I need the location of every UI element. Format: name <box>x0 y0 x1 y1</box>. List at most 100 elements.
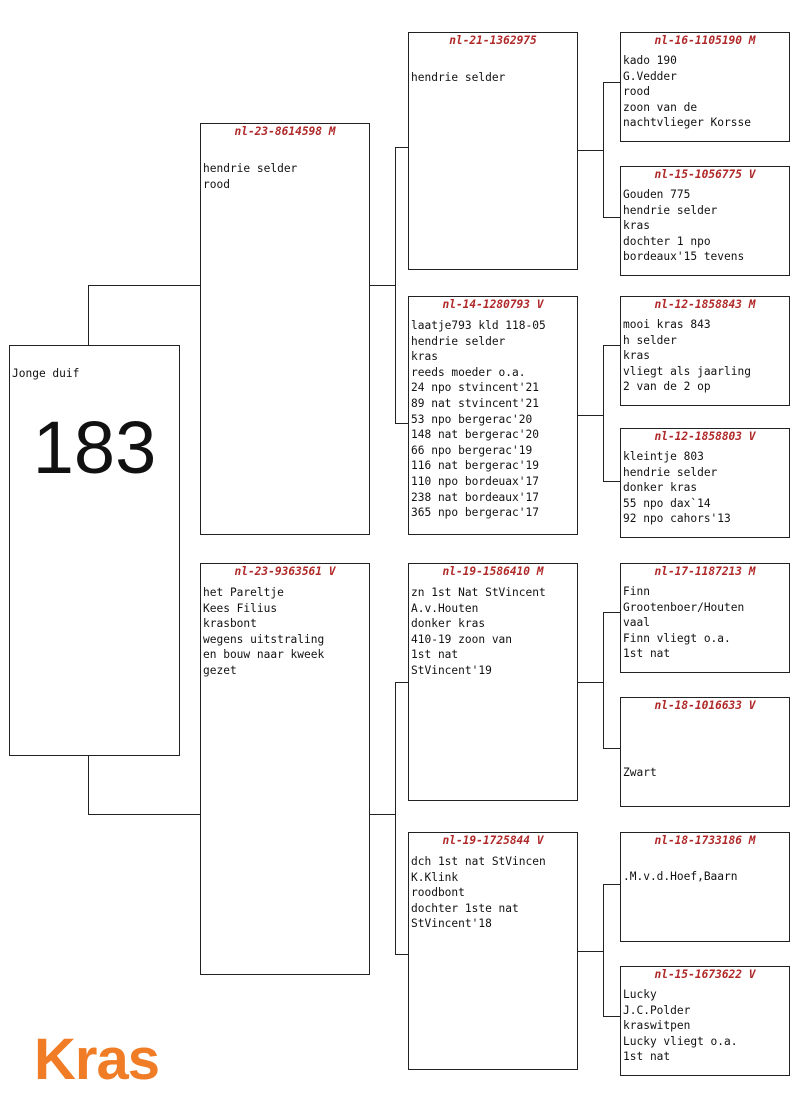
connector <box>603 748 620 749</box>
ffm-line: Gouden 775 <box>623 188 691 201</box>
fm-ring: nl-14-1280793 V <box>442 298 544 311</box>
subject-number: 183 <box>32 406 157 489</box>
mmm-line: J.C.Polder <box>623 1003 691 1017</box>
fm-line: kras <box>411 350 438 364</box>
fmm-line: donker kras <box>623 481 698 495</box>
mm-line: StVincent'18 <box>411 917 492 931</box>
mother-line: Kees Filius <box>203 601 278 615</box>
mfm-ring: nl-18-1016633 V <box>654 699 756 712</box>
mff-card[interactable]: nl-17-1187213 M Finn Grootenboer/Houten … <box>620 563 790 673</box>
ffm-ring: nl-15-1056775 V <box>654 168 756 181</box>
connector <box>603 1016 620 1017</box>
father-line: rood <box>203 177 230 191</box>
mff-line: 1st nat <box>623 647 671 661</box>
connector <box>603 82 604 218</box>
mmm-line: kraswitpen <box>623 1019 691 1033</box>
mff-ring: nl-17-1187213 M <box>654 565 756 578</box>
mother-card[interactable]: nl-23-9363561 V het Pareltje Kees Filius… <box>200 563 370 975</box>
mm-card[interactable]: nl-19-1725844 V dch 1st nat StVincen K.K… <box>408 832 578 1070</box>
mff-line: vaal <box>623 616 650 630</box>
fm-line: reeds moeder o.a. <box>411 365 526 379</box>
fmm-card[interactable]: nl-12-1858803 V kleintje 803 hendrie sel… <box>620 428 790 538</box>
fff-line: nachtvlieger Korsse <box>623 116 751 130</box>
fmm-line: kleintje 803 <box>623 450 704 463</box>
connector <box>603 217 620 218</box>
fff-line: rood <box>623 85 650 99</box>
fm-line: 365 npo bergerac'17 <box>411 506 539 520</box>
fmf-line: kras <box>623 349 650 363</box>
mfm-line <box>623 749 787 765</box>
connector <box>369 285 395 286</box>
mfm-line <box>623 734 787 750</box>
ffm-line: dochter 1 npo <box>623 234 711 248</box>
fm-card[interactable]: nl-14-1280793 V laatje793 kld 118-05 hen… <box>408 296 578 535</box>
mfm-line <box>623 718 787 734</box>
mmm-line: 1st nat <box>623 1050 671 1064</box>
fmf-line: vliegt als jaarling <box>623 364 751 378</box>
mother-line: gezet <box>203 663 237 677</box>
father-card[interactable]: nl-23-8614598 M hendrie selder rood <box>200 123 370 535</box>
connector <box>88 755 89 815</box>
fmm-line: hendrie selder <box>623 465 718 479</box>
mmf-line <box>623 853 787 869</box>
fff-line: G.Vedder <box>623 69 677 83</box>
connector <box>395 682 396 955</box>
connector <box>395 147 396 424</box>
fmm-line: 92 npo cahors'13 <box>623 512 731 526</box>
fm-line: 110 npo bordeuax'17 <box>411 474 539 488</box>
mother-ring: nl-23-9363561 V <box>234 565 336 578</box>
mff-line: Grootenboer/Houten <box>623 600 745 614</box>
fmf-card[interactable]: nl-12-1858843 M mooi kras 843 h selder k… <box>620 296 790 406</box>
ff-card[interactable]: nl-21-1362975 hendrie selder <box>408 32 578 270</box>
mf-line: A.v.Houten <box>411 601 479 615</box>
connector <box>578 415 603 416</box>
fmf-line: h selder <box>623 333 677 347</box>
mm-line: roodbont <box>411 886 465 900</box>
father-ring: nl-23-8614598 M <box>234 125 336 138</box>
mf-line: zn 1st Nat StVincent <box>411 586 546 599</box>
mff-line: Finn <box>623 585 650 598</box>
mmm-card[interactable]: nl-15-1673622 V Lucky J.C.Polder kraswit… <box>620 966 790 1076</box>
subject-card[interactable]: Jonge duif 183 <box>9 345 180 756</box>
connector <box>88 285 200 286</box>
connector <box>369 814 395 815</box>
connector <box>603 884 620 885</box>
ff-line: hendrie selder <box>411 71 506 84</box>
mf-line: donker kras <box>411 617 486 631</box>
fff-line: kado 190 <box>623 54 677 67</box>
connector <box>395 147 408 148</box>
mother-line: krasbont <box>203 617 257 631</box>
mmf-card[interactable]: nl-18-1733186 M .M.v.d.Hoef,Baarn <box>620 832 790 942</box>
mm-line: dochter 1ste nat <box>411 901 519 915</box>
fff-line: zoon van de <box>623 100 698 114</box>
subject-label: Jonge duif <box>12 367 80 380</box>
mm-line: dch 1st nat StVincen <box>411 855 546 868</box>
fmf-line: mooi kras 843 <box>623 318 711 331</box>
connector <box>603 82 620 83</box>
connector <box>603 481 620 482</box>
connector <box>395 423 408 424</box>
fm-line: 53 npo bergerac'20 <box>411 412 533 426</box>
mf-ring: nl-19-1586410 M <box>442 565 544 578</box>
mother-line: wegens uitstraling <box>203 632 325 646</box>
fm-line: 148 nat bergerac'20 <box>411 428 539 442</box>
ffm-line: hendrie selder <box>623 203 718 217</box>
fm-line: 24 npo stvincent'21 <box>411 381 539 395</box>
mmm-line: Lucky vliegt o.a. <box>623 1034 738 1048</box>
mfm-line: Zwart <box>623 765 657 779</box>
connector <box>603 345 620 346</box>
mother-line: en bouw naar kweek <box>203 648 325 662</box>
mff-line: Finn vliegt o.a. <box>623 631 731 645</box>
ffm-card[interactable]: nl-15-1056775 V Gouden 775 hendrie selde… <box>620 166 790 276</box>
mf-card[interactable]: nl-19-1586410 M zn 1st Nat StVincent A.v… <box>408 563 578 801</box>
connector <box>603 345 604 482</box>
fm-line: 238 nat bordeaux'17 <box>411 490 539 504</box>
connector <box>603 884 604 1017</box>
connector <box>603 612 620 613</box>
connector <box>603 612 604 749</box>
father-line: hendrie selder <box>203 162 298 175</box>
mfm-card[interactable]: nl-18-1016633 V Zwart <box>620 697 790 807</box>
ffm-line: bordeaux'15 tevens <box>623 250 745 264</box>
connector <box>578 682 603 683</box>
fff-card[interactable]: nl-16-1105190 M kado 190 G.Vedder rood z… <box>620 32 790 142</box>
